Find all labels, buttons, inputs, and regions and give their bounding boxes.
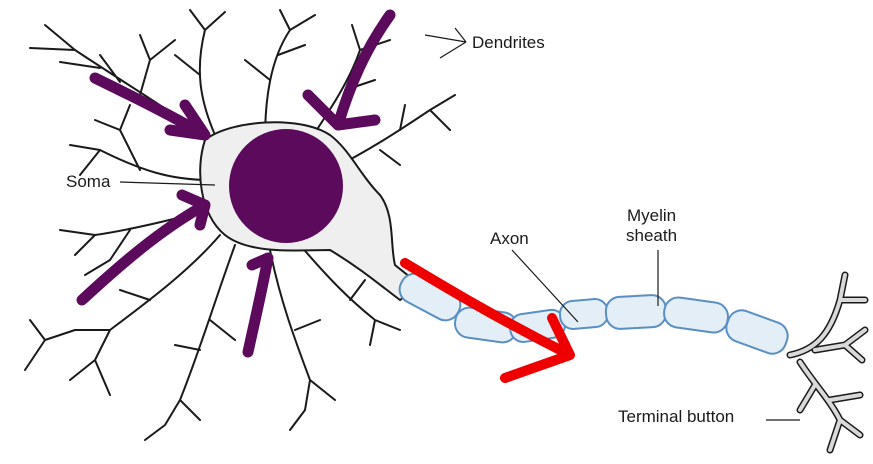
label-axon: Axon xyxy=(490,229,529,249)
label-soma: Soma xyxy=(66,172,110,192)
label-myelin-line1: Myelin xyxy=(626,206,677,226)
input-arrow-top xyxy=(308,15,390,125)
myelin-sheath xyxy=(395,269,792,358)
nucleus xyxy=(229,129,343,243)
label-dendrites: Dendrites xyxy=(472,33,545,53)
input-arrow-left xyxy=(82,195,205,300)
input-arrow-bottom xyxy=(248,258,268,352)
label-terminal-button: Terminal button xyxy=(618,407,734,427)
label-myelin-sheath: Myelin sheath xyxy=(626,206,677,246)
axon-terminal-fill xyxy=(790,275,865,450)
label-myelin-line2: sheath xyxy=(626,226,677,246)
